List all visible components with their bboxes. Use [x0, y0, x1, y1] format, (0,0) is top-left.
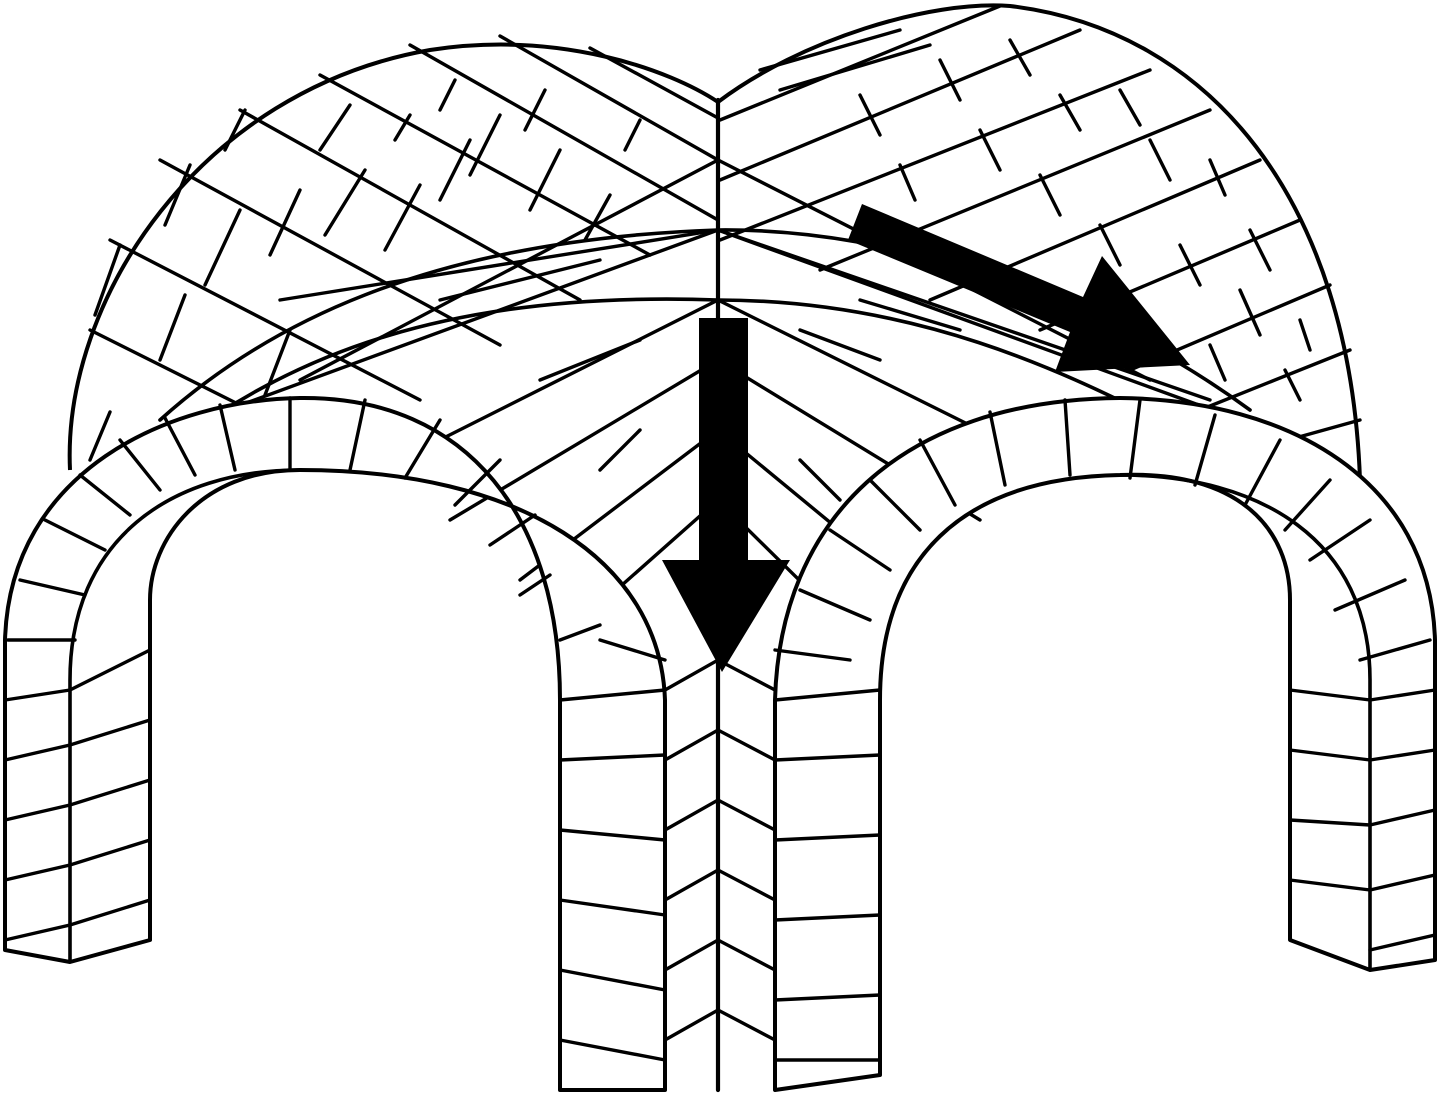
- lateral-thrust-arrow: [848, 204, 1190, 372]
- rear-left-vault-bricks: [88, 34, 720, 462]
- arch-intrados: [68, 468, 1372, 1090]
- right-arch-voussoirs: [773, 398, 1437, 1062]
- left-arch-voussoirs: [3, 396, 667, 1062]
- vertical-thrust-arrow: [662, 318, 790, 672]
